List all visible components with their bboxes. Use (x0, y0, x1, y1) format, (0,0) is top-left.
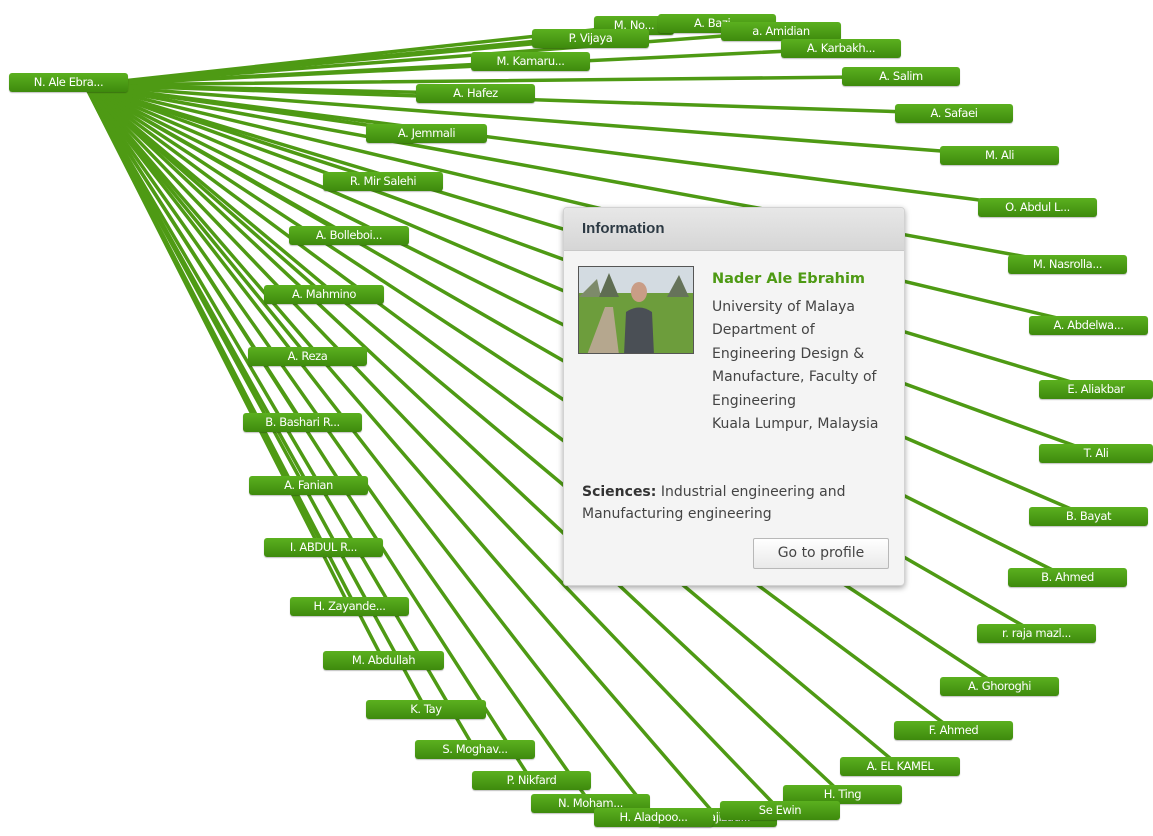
coauthor-node[interactable]: H. Zayande... (290, 597, 409, 616)
coauthor-node[interactable]: P. Nikfard (472, 771, 591, 790)
coauthor-node[interactable]: A. Hafez (416, 84, 535, 103)
author-university: University of Malaya (712, 298, 856, 315)
coauthor-edge (83, 83, 1040, 210)
author-department: Department of Engineering Design & Manuf… (712, 322, 877, 409)
coauthor-node[interactable]: r. raja mazl... (977, 624, 1096, 643)
coauthor-node[interactable]: H. Aladpoo... (594, 808, 713, 827)
coauthor-node[interactable]: A. Bolleboi... (289, 226, 409, 245)
coauthor-node[interactable]: B. Ahmed (1008, 568, 1127, 587)
information-panel-header: Information (564, 208, 904, 251)
coauthor-node[interactable]: A. Mahmino (264, 285, 384, 304)
coauthor-edge (83, 83, 845, 797)
coauthor-node[interactable]: M. Abdullah (323, 651, 444, 670)
coauthor-edge (83, 36, 593, 87)
coauthor-node[interactable]: F. Ahmed (894, 721, 1013, 740)
coauthor-node[interactable]: A. Jemmali (366, 124, 487, 143)
coauthor-node[interactable]: I. ABDUL R... (264, 538, 383, 557)
coauthor-node[interactable]: P. Vijaya (532, 29, 649, 48)
coauthor-edge (83, 83, 720, 820)
coauthor-node[interactable]: M. Ali (940, 146, 1059, 165)
author-location: Kuala Lumpur, Malaysia (712, 416, 879, 432)
author-name-link[interactable]: Nader Ale Ebrahim (712, 271, 866, 287)
profile-photo (578, 266, 694, 354)
coauthor-edge (83, 83, 593, 806)
coauthor-edge (83, 83, 656, 820)
author-details: Nader Ale Ebrahim University of Malaya D… (712, 268, 897, 437)
go-to-profile-button[interactable]: Go to profile (753, 538, 889, 569)
coauthor-node[interactable]: A. EL KAMEL (840, 757, 960, 776)
coauthor-node[interactable]: A. Fanian (249, 476, 368, 495)
coauthor-edge (83, 83, 902, 769)
coauthor-node[interactable]: M. Nasrolla... (1008, 255, 1127, 274)
coauthor-node[interactable]: E. Aliakbar (1039, 380, 1153, 399)
coauthor-node[interactable]: A. Ghoroghi (940, 677, 1059, 696)
coauthor-edge (83, 83, 1002, 158)
coauthor-node[interactable]: B. Bashari R... (243, 413, 362, 432)
coauthor-node[interactable]: A. Karbakh... (781, 39, 901, 58)
coauthor-edge (83, 83, 782, 813)
coauthor-node[interactable]: H. Ting (783, 785, 902, 804)
center-author-node[interactable]: N. Ale Ebra... (9, 73, 128, 92)
coauthor-node[interactable]: A. Safaei (895, 104, 1013, 123)
coauthor-node[interactable]: a. Amidian (721, 22, 841, 41)
coauthor-node[interactable]: K. Tay (366, 700, 486, 719)
coauthor-node[interactable]: A. Reza (248, 347, 367, 366)
profile-photo-image (579, 267, 693, 353)
coauthor-node[interactable]: M. Kamaru... (471, 52, 590, 71)
coauthor-node[interactable]: S. Moghav... (415, 740, 535, 759)
coauthor-edge (83, 83, 386, 663)
coauthor-node[interactable]: A. Salim (842, 67, 960, 86)
author-sciences: Sciences: Industrial engineering and Man… (582, 481, 892, 525)
sciences-value: Industrial engineering and Manufacturing… (582, 484, 846, 522)
sciences-label: Sciences: (582, 484, 657, 500)
coauthor-node[interactable]: B. Bayat (1029, 507, 1148, 526)
coauthor-edge (83, 83, 534, 783)
coauthor-edge (83, 83, 1002, 689)
coauthor-edge (83, 83, 956, 733)
coauthor-node[interactable]: A. Abdelwa... (1029, 316, 1148, 335)
coauthor-node[interactable]: T. Ali (1039, 444, 1153, 463)
coauthor-edge (83, 74, 903, 87)
coauthor-node[interactable]: Se Ewin (720, 801, 840, 820)
coauthor-edge (83, 83, 1091, 328)
coauthor-node[interactable]: O. Abdul L... (978, 198, 1097, 217)
information-panel: Information Nader Ale Ebrahim University… (563, 207, 905, 586)
coauthor-node[interactable]: R. Mir Salehi (323, 172, 443, 191)
coauthor-edge (83, 59, 533, 87)
